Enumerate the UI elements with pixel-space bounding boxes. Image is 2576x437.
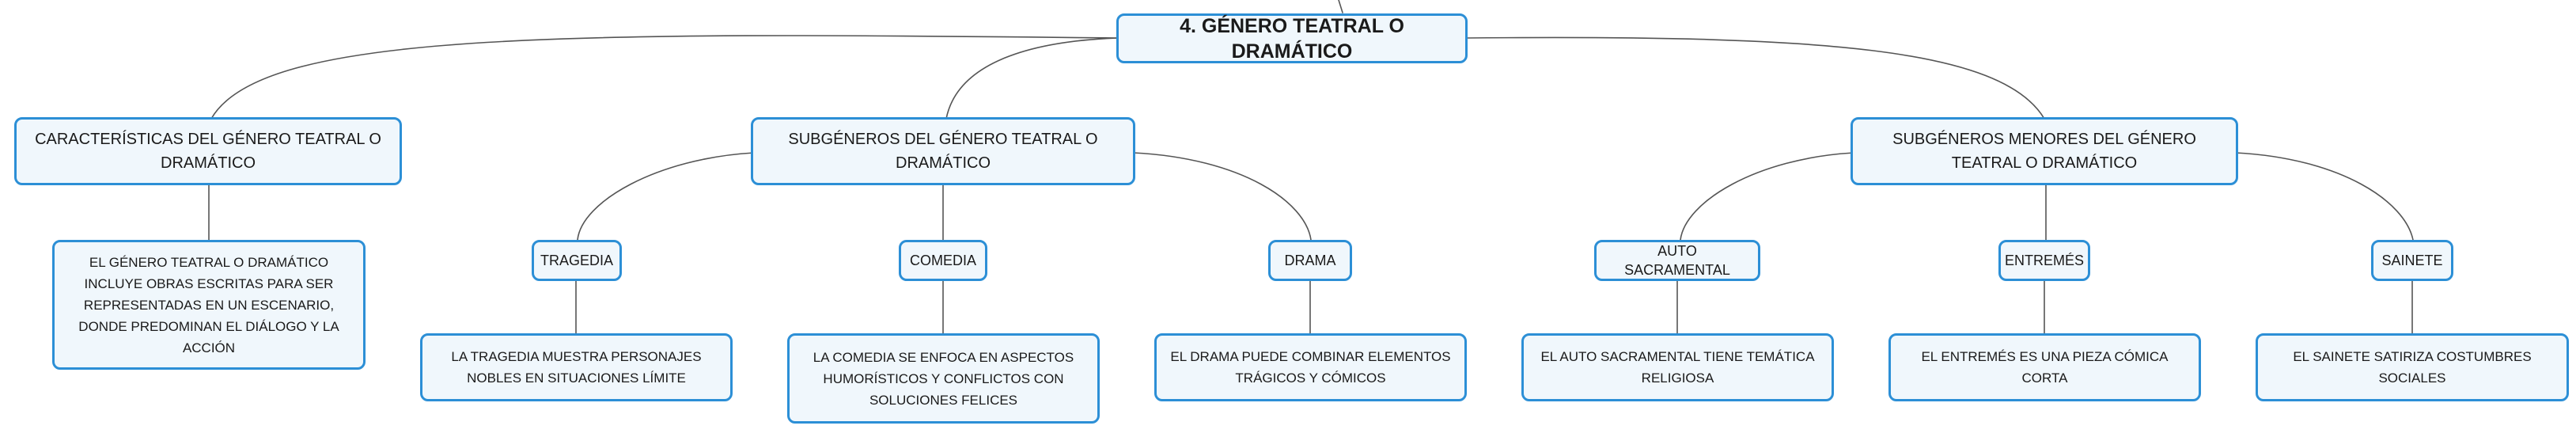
topic-auto-sacramental[interactable]: AUTO SACRAMENTAL xyxy=(1594,240,1760,281)
topic-tragedia[interactable]: TRAGEDIA xyxy=(532,240,622,281)
connector-minor-sainete xyxy=(2235,152,2414,241)
connector-parent-root xyxy=(1338,0,1343,13)
connector-root-subgenres xyxy=(945,37,1119,120)
topic-minor-subgenres-label: SUBGÉNEROS MENORES DEL GÉNERO TEATRAL O … xyxy=(1892,131,2196,172)
connector-subgenres-drama xyxy=(1133,152,1312,241)
topic-drama-label: DRAMA xyxy=(1284,253,1336,268)
topic-characteristics-label: CARACTERÍSTICAS DEL GÉNERO TEATRAL O DRA… xyxy=(35,131,381,172)
topic-drama-detail-text: EL DRAMA PUEDE COMBINAR ELEMENTOS TRÁGIC… xyxy=(1170,349,1451,386)
topic-sainete[interactable]: SAINETE xyxy=(2371,240,2453,281)
topic-auto-sacramental-detail-text: EL AUTO SACRAMENTAL TIENE TEMÁTICA RELIG… xyxy=(1540,349,1815,386)
topic-comedia-detail[interactable]: LA COMEDIA SE ENFOCA EN ASPECTOS HUMORÍS… xyxy=(787,333,1100,424)
topic-tragedia-label: TRAGEDIA xyxy=(540,253,614,268)
connector-subgenres-tragedia xyxy=(577,152,755,241)
topic-sainete-detail-text: EL SAINETE SATIRIZA COSTUMBRES SOCIALES xyxy=(2293,349,2532,386)
topic-characteristics-detail-text: EL GÉNERO TEATRAL O DRAMÁTICO INCLUYE OB… xyxy=(78,254,339,355)
topic-sainete-label: SAINETE xyxy=(2381,253,2443,268)
topic-sainete-detail[interactable]: EL SAINETE SATIRIZA COSTUMBRES SOCIALES xyxy=(2256,333,2569,401)
topic-auto-sacramental-label: AUTO SACRAMENTAL xyxy=(1624,243,1730,278)
connector-root-minor-subgenres xyxy=(1465,36,2045,120)
topic-characteristics[interactable]: CARACTERÍSTICAS DEL GÉNERO TEATRAL O DRA… xyxy=(14,117,402,185)
topic-subgenres-label: SUBGÉNEROS DEL GÉNERO TEATRAL O DRAMÁTIC… xyxy=(788,131,1098,172)
topic-minor-subgenres[interactable]: SUBGÉNEROS MENORES DEL GÉNERO TEATRAL O … xyxy=(1851,117,2238,185)
topic-comedia-detail-text: LA COMEDIA SE ENFOCA EN ASPECTOS HUMORÍS… xyxy=(813,349,1074,408)
topic-subgenres[interactable]: SUBGÉNEROS DEL GÉNERO TEATRAL O DRAMÁTIC… xyxy=(751,117,1135,185)
topic-comedia[interactable]: COMEDIA xyxy=(899,240,987,281)
topic-comedia-label: COMEDIA xyxy=(909,253,976,268)
topic-entremes[interactable]: ENTREMÉS xyxy=(1998,240,2090,281)
topic-tragedia-detail-text: LA TRAGEDIA MUESTRA PERSONAJES NOBLES EN… xyxy=(451,349,702,386)
topic-entremes-label: ENTREMÉS xyxy=(2005,253,2085,268)
topic-entremes-detail-text: EL ENTREMÉS ES UNA PIEZA CÓMICA CORTA xyxy=(1921,349,2169,386)
topic-entremes-detail[interactable]: EL ENTREMÉS ES UNA PIEZA CÓMICA CORTA xyxy=(1888,333,2201,401)
root-node-label: 4. GÉNERO TEATRAL O DRAMÁTICO xyxy=(1180,14,1404,63)
topic-characteristics-detail[interactable]: EL GÉNERO TEATRAL O DRAMÁTICO INCLUYE OB… xyxy=(52,240,366,370)
topic-tragedia-detail[interactable]: LA TRAGEDIA MUESTRA PERSONAJES NOBLES EN… xyxy=(420,333,733,401)
connector-root-characteristics xyxy=(210,35,1119,120)
connector-minor-auto xyxy=(1680,152,1854,241)
topic-drama-detail[interactable]: EL DRAMA PUEDE COMBINAR ELEMENTOS TRÁGIC… xyxy=(1154,333,1467,401)
topic-drama[interactable]: DRAMA xyxy=(1268,240,1352,281)
topic-auto-sacramental-detail[interactable]: EL AUTO SACRAMENTAL TIENE TEMÁTICA RELIG… xyxy=(1521,333,1834,401)
root-node[interactable]: 4. GÉNERO TEATRAL O DRAMÁTICO xyxy=(1116,13,1468,63)
